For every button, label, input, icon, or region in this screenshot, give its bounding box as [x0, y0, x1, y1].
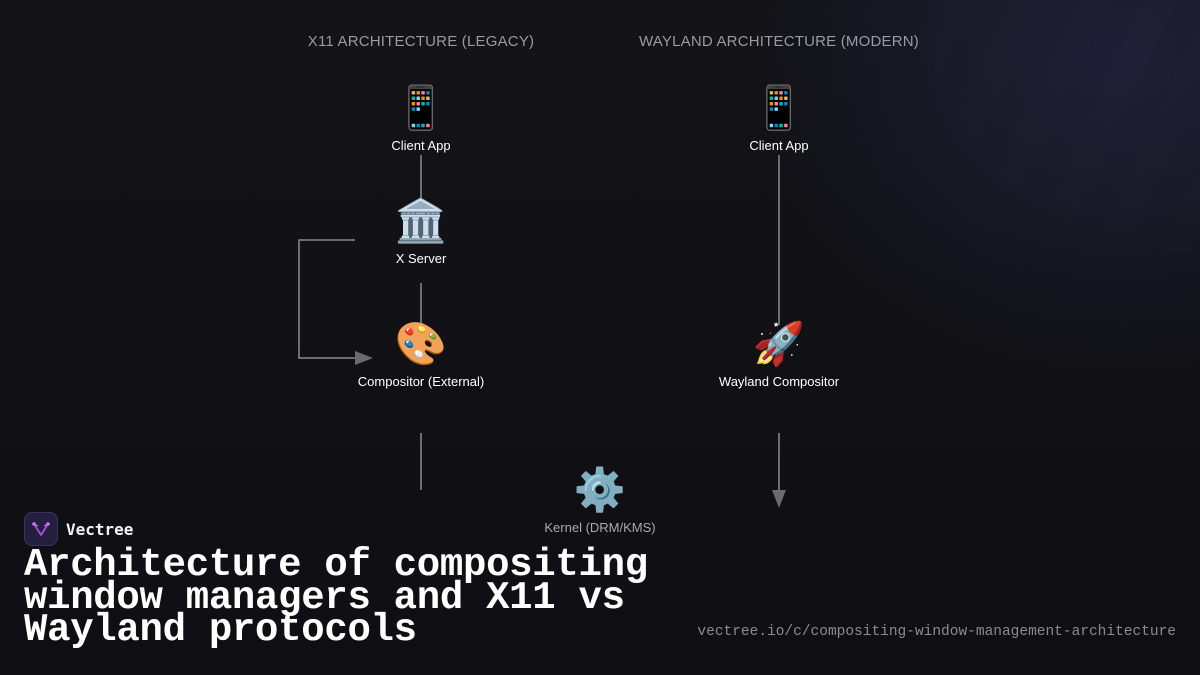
- x11-column-title: X11 ARCHITECTURE (LEGACY): [307, 33, 535, 50]
- node-label: Client App: [391, 138, 451, 153]
- vectree-logo-icon: [24, 512, 58, 546]
- page-title: Architecture of compositing window manag…: [24, 543, 648, 652]
- node-wayland-client-app: 📱 Client App: [749, 82, 808, 153]
- source-url[interactable]: vectree.io/c/compositing-window-manageme…: [697, 624, 1176, 640]
- node-label: Client App: [749, 138, 809, 153]
- brand-name: Vectree: [66, 519, 134, 539]
- kernel-arrowhead-icon: [772, 490, 786, 508]
- gear-icon: ⚙️: [573, 466, 627, 513]
- mobile-phone-icon: 📱: [394, 84, 448, 131]
- node-x11-client-app: 📱 Client App: [391, 82, 450, 153]
- rocket-icon: 🚀: [752, 320, 806, 367]
- node-label: Compositor (External): [357, 374, 485, 389]
- node-label: Kernel (DRM/KMS): [544, 520, 656, 535]
- node-x11-compositor: 🎨 Compositor (External): [358, 318, 484, 389]
- node-label: Wayland Compositor: [718, 374, 840, 389]
- edge-xserver-compositor-loop: [298, 239, 358, 359]
- classical-building-icon: 🏛️: [394, 197, 448, 244]
- node-x-server: 🏛️ X Server: [395, 195, 447, 266]
- brand: Vectree: [24, 512, 133, 546]
- background-rays: [680, 0, 1200, 480]
- artist-palette-icon: 🎨: [394, 320, 448, 367]
- node-label: X Server: [395, 251, 447, 266]
- wayland-column-title: WAYLAND ARCHITECTURE (MODERN): [639, 33, 919, 50]
- mobile-phone-icon: 📱: [752, 84, 806, 131]
- node-wayland-compositor: 🚀 Wayland Compositor: [719, 318, 839, 389]
- node-kernel: ⚙️ Kernel (DRM/KMS): [544, 464, 655, 535]
- loop-arrowhead-icon: [355, 351, 373, 365]
